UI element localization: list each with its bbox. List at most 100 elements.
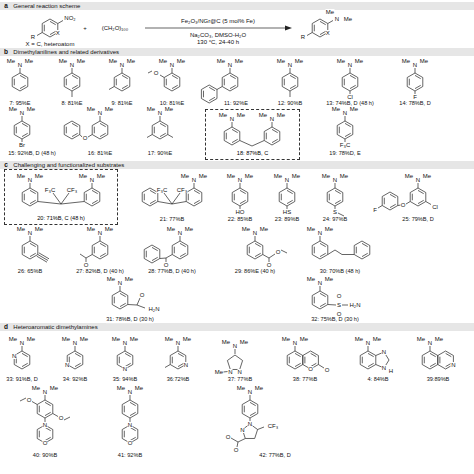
atom-label: Me (405, 173, 414, 179)
atom-label: Me (9, 106, 18, 112)
bond-line (194, 200, 200, 203)
atom-label: N (228, 369, 233, 375)
scheme-text: Fe₂O₃/NGr@C (5 mol% Fe) (181, 18, 255, 24)
scheme-text: R (31, 34, 36, 40)
compound-yield: 27: 82%B, D (40 h) (76, 269, 124, 275)
bond-line (312, 241, 328, 259)
atom-label: N (98, 230, 103, 236)
atom-label: Me (277, 112, 286, 118)
bond-line (250, 395, 251, 400)
bond-line (20, 75, 26, 78)
bond-line (160, 116, 161, 121)
atom-label: N (65, 362, 70, 368)
bond-line (232, 122, 233, 127)
atom-label: N (248, 389, 253, 395)
bond-line (337, 121, 353, 139)
bond-line (114, 297, 115, 304)
atom-label: Me (199, 173, 208, 179)
scheme-text: Na₂CO₃, DMSO-H₂O (190, 32, 247, 38)
bond-line (124, 406, 125, 413)
compound-yield: 16: 81%E (88, 151, 113, 157)
bond-line (120, 286, 121, 291)
section-heading: Challenging and functionalized substrate… (13, 162, 125, 168)
bond-line (180, 253, 186, 256)
atom-label: Me (237, 112, 246, 118)
bond-line (30, 183, 31, 188)
atom-label: F₃C (44, 187, 55, 193)
bond-line (338, 213, 344, 216)
bond-line (172, 193, 180, 204)
bond-line (100, 253, 106, 256)
bond-line (281, 250, 287, 253)
bond-line (314, 25, 315, 32)
bond-line (335, 200, 341, 203)
bond-line (20, 85, 26, 88)
atom-label: Me (183, 336, 192, 342)
bond-line (122, 85, 128, 88)
compound-yield: 24: 97%B (323, 217, 348, 223)
atom-label: N (120, 62, 125, 68)
bond-line (172, 85, 178, 88)
atom-label: Me (181, 173, 190, 179)
bond-line (166, 79, 167, 86)
bond-line (45, 412, 51, 415)
atom-label: Me (402, 58, 411, 64)
compound-yield: 4: 84%B (367, 377, 389, 383)
atom-label: Me (27, 106, 36, 112)
bond-line (30, 190, 36, 193)
bond-line (16, 127, 17, 134)
bond-line (72, 123, 78, 126)
section-band (0, 2, 474, 10)
bond-line (224, 127, 240, 145)
bond-line (238, 439, 245, 443)
scheme-text: + (83, 25, 87, 31)
bond-line (188, 194, 189, 201)
bond-line (249, 247, 250, 254)
bond-line (409, 79, 410, 86)
bond-line (186, 188, 202, 206)
bond-line (22, 241, 38, 259)
panel-letter: a (4, 3, 8, 10)
compound-yield: 22: 85%B (228, 217, 253, 223)
bond-line (84, 188, 100, 206)
bond-line (415, 75, 421, 78)
atom-label: O (82, 135, 87, 141)
bond-line (44, 25, 45, 32)
atom-label: Me (282, 336, 291, 342)
bond-line (154, 127, 155, 134)
atom-label: N (382, 349, 387, 355)
bond-line (88, 135, 92, 138)
atom-label: N (253, 230, 258, 236)
bond-line (255, 253, 261, 256)
bond-line (125, 353, 131, 356)
atom-label: Me (307, 226, 316, 232)
bond-line (22, 353, 28, 356)
bond-line (446, 353, 452, 356)
bond-line (209, 97, 215, 100)
bond-line (128, 304, 137, 306)
bond-line (290, 75, 296, 78)
bond-line (222, 73, 238, 91)
bond-line (227, 355, 242, 369)
bond-line (258, 427, 264, 430)
bond-line (30, 236, 31, 241)
bond-line (116, 79, 117, 86)
atom-label: N (248, 421, 253, 427)
bond-line (14, 121, 30, 139)
atom-label: Me (165, 336, 174, 342)
atom-label: N (285, 177, 290, 183)
bond-line (50, 21, 56, 24)
bond-line (30, 243, 36, 246)
bond-line (328, 21, 333, 24)
bond-line (269, 254, 275, 258)
bond-line (32, 402, 37, 405)
bond-line (100, 236, 101, 241)
atom-label: Me (326, 9, 335, 15)
bond-line (75, 363, 81, 366)
atom-label: N (318, 280, 323, 286)
bond-line (100, 123, 106, 126)
bond-line (354, 241, 370, 259)
atom-label: N (237, 369, 242, 375)
bond-line (230, 75, 236, 78)
